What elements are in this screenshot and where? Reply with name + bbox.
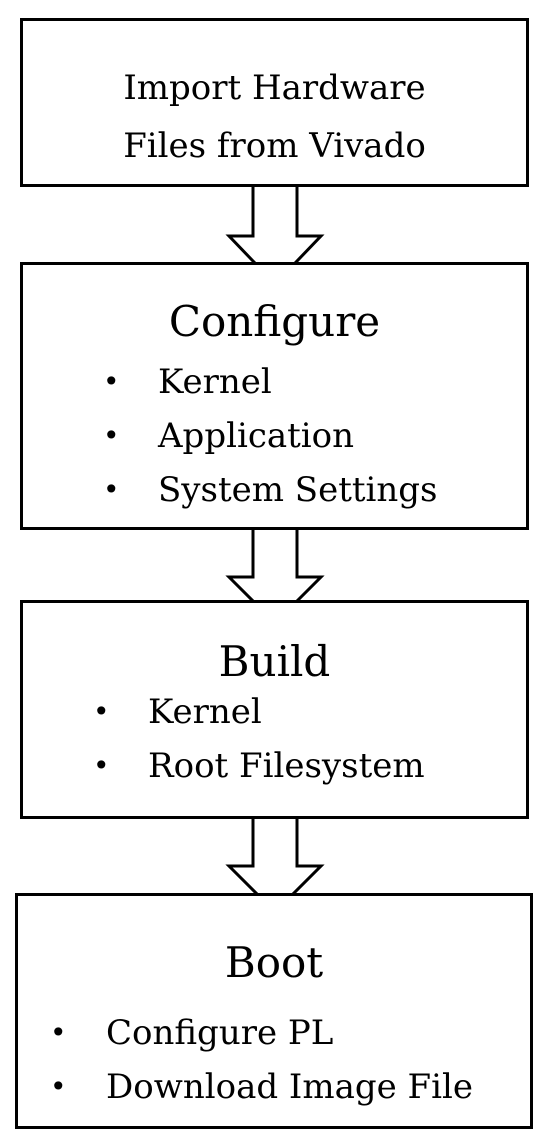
step-import-line-2: Files from Vivado (123, 126, 426, 166)
list-item-label: Download Image File (106, 1067, 474, 1107)
bullet-icon: • (103, 419, 120, 452)
arrow-import-to-configure (225, 178, 325, 287)
list-item-label: Root Filesystem (148, 746, 425, 786)
step-import-line-1: Import Hardware (123, 68, 426, 108)
bullet-icon: • (93, 749, 110, 782)
list-item-label: Application (158, 416, 355, 456)
bullet-icon: • (103, 473, 120, 506)
bullet-icon: • (50, 1016, 67, 1049)
step-configure: Configure • Kernel • Application • Syste… (20, 262, 529, 530)
list-item-label: System Settings (158, 470, 438, 510)
step-build: Build • Kernel • Root Filesystem (20, 600, 529, 819)
step-import-hardware-text: Import Hardware Files from Vivado (23, 59, 526, 175)
list-item-label: Kernel (148, 692, 262, 732)
bullet-icon: • (93, 695, 110, 728)
list-item-label: Kernel (158, 362, 272, 402)
arrow-build-to-boot (225, 811, 325, 915)
bullet-icon: • (103, 365, 120, 398)
list-item-label: Configure PL (106, 1013, 334, 1053)
step-boot-title: Boot (224, 938, 324, 987)
step-boot: Boot • Configure PL • Download Image Fil… (15, 893, 533, 1129)
bullet-icon: • (50, 1070, 67, 1103)
step-build-title: Build (218, 637, 331, 686)
step-import-hardware: Import Hardware Files from Vivado (20, 18, 529, 187)
step-configure-title: Configure (168, 297, 381, 346)
